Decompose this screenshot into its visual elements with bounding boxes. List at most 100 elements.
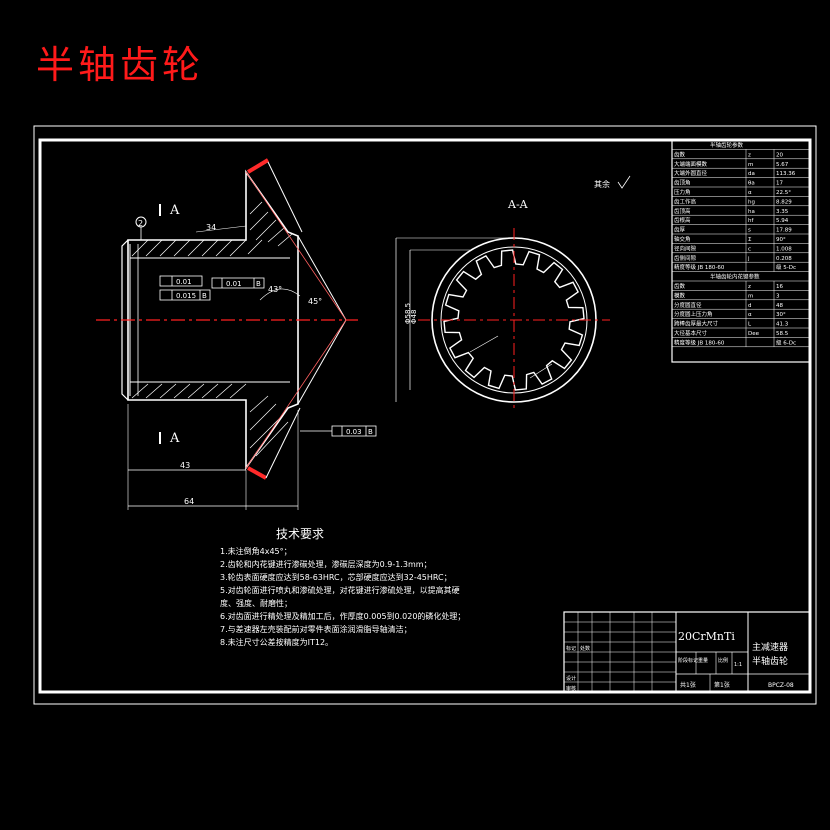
svg-text:34: 34 — [206, 223, 216, 232]
svg-text:Φ58.5: Φ58.5 — [404, 303, 412, 324]
svg-text:B: B — [256, 280, 261, 288]
param-symbol: L — [748, 322, 752, 328]
param-symbol: c — [748, 246, 751, 252]
material-text: 20CrMnTi — [678, 630, 735, 643]
param-symbol: θa — [748, 181, 755, 187]
internal-spline-profile — [443, 249, 585, 391]
tech-req-heading: 技术要求 — [276, 527, 324, 541]
param-value: 22.5° — [776, 190, 791, 196]
svg-text:0.01: 0.01 — [226, 280, 242, 288]
param-name: 径向间隙 — [674, 244, 697, 252]
svg-text:1:1: 1:1 — [734, 662, 742, 668]
param-name: 齿根高 — [674, 216, 691, 224]
tolerance-frame-4: 0.03 B — [300, 425, 377, 437]
param-name: 齿工作高 — [674, 197, 697, 205]
param-value: 8.829 — [776, 199, 792, 205]
technical-requirements: 技术要求 1.未注倒角4x45°； 2.齿轮和内花键进行渗碳处理，渗碳层深度为0.… — [220, 527, 465, 647]
param-value: 级 6-Dc — [776, 338, 796, 346]
tech-req-item: 2.齿轮和内花键进行渗碳处理，渗碳层深度为0.9-1.3mm； — [220, 559, 432, 569]
svg-text:43°: 43° — [268, 285, 282, 294]
param-value: 16 — [776, 284, 783, 290]
section-label: A-A — [507, 198, 529, 211]
tolerance-frame-1: 0.01 — [159, 275, 203, 287]
param-name: 齿顶角 — [674, 179, 691, 187]
table-header: 半轴齿轮内花键参数 — [710, 273, 760, 281]
param-symbol: m — [748, 293, 753, 299]
param-value: 5.94 — [776, 218, 789, 224]
tech-req-item: 6.对齿面进行精处理及精加工后，作厚度0.005到0.020的磷化处理； — [220, 611, 465, 621]
svg-text:Φ48: Φ48 — [410, 310, 418, 324]
param-symbol: Dee — [748, 331, 760, 337]
part-name-line2: 半轴齿轮 — [752, 655, 788, 667]
svg-text:标记: 标记 — [566, 645, 576, 652]
param-value: 90° — [776, 237, 786, 243]
svg-text:2: 2 — [138, 219, 143, 228]
param-name: 齿侧间隙 — [674, 254, 697, 262]
tech-req-item: 3.轮齿表面硬度应达到58-63HRC，芯部硬度应达到32-45HRC； — [220, 572, 452, 582]
param-value: 113.36 — [776, 171, 796, 177]
param-value: 41.3 — [776, 322, 789, 328]
gear-section-view: A A 2 0.01 0.015 B 0.01 B — [96, 158, 377, 510]
param-name: 跨棒齿厚最大尺寸 — [674, 320, 719, 328]
svg-text:第1张: 第1张 — [714, 681, 730, 689]
param-value: 17.89 — [776, 228, 792, 234]
param-symbol: d — [748, 303, 752, 309]
param-name: 大端端面模数 — [674, 160, 708, 168]
param-symbol: α — [748, 312, 752, 318]
param-value: 3.35 — [776, 209, 789, 215]
param-name: 大径基本尺寸 — [674, 329, 708, 337]
drawing-title: 半轴齿轮 — [36, 43, 205, 87]
svg-text:0.03: 0.03 — [346, 428, 362, 436]
svg-text:阶段标记: 阶段标记 — [678, 657, 698, 664]
param-name: 大端外圆直径 — [674, 169, 708, 177]
param-symbol: hf — [748, 218, 754, 224]
param-name: 分度圆上压力角 — [674, 310, 713, 318]
tolerance-frame-3: 0.01 B — [211, 277, 265, 289]
param-name: 齿顶高 — [674, 207, 691, 215]
param-value: 30° — [776, 312, 786, 318]
param-value: 5.67 — [776, 162, 789, 168]
param-value: 级 5-Dc — [776, 263, 796, 271]
param-symbol: hg — [748, 199, 755, 205]
param-value: 0.208 — [776, 256, 792, 262]
svg-text:43: 43 — [180, 461, 190, 470]
svg-text:重量: 重量 — [698, 657, 708, 664]
section-mark-top: A — [169, 203, 180, 218]
param-name: 齿数 — [674, 150, 686, 158]
param-symbol: z — [748, 284, 751, 290]
hatch-top — [131, 201, 293, 257]
param-name: 齿厚 — [674, 227, 686, 234]
svg-text:B: B — [368, 428, 373, 436]
tooth-face-bottom — [247, 466, 267, 480]
param-name: 分度圆直径 — [674, 301, 702, 309]
title-block: 20CrMnTi 主减速器 半轴齿轮 共1张 第1张 BPCZ-08 1:1 阶… — [563, 611, 811, 693]
surface-finish-note: 其余 — [594, 175, 631, 189]
param-symbol: da — [748, 171, 755, 177]
param-symbol: j — [747, 256, 750, 262]
svg-text:BPCZ-08: BPCZ-08 — [768, 682, 794, 689]
inner-frame — [38, 138, 812, 694]
param-name: 轴交角 — [674, 235, 691, 243]
section-mark-bottom: A — [169, 431, 180, 446]
tolerance-frame-2: 0.015 B — [159, 289, 211, 301]
svg-text:其余: 其余 — [594, 179, 610, 189]
param-symbol: s — [748, 228, 751, 234]
param-value: 48 — [776, 303, 783, 309]
hatch-bottom — [131, 383, 289, 457]
param-name: 模数 — [674, 291, 686, 299]
param-symbol: Σ — [748, 237, 752, 243]
param-name: 压力角 — [674, 188, 691, 196]
tech-req-item: 1.未注倒角4x45°； — [220, 546, 292, 556]
param-symbol: α — [748, 190, 752, 196]
param-symbol: ha — [748, 209, 755, 215]
tech-req-item: 7.与差速器左壳装配前对零件表面涂润滑脂导轴清洁； — [220, 624, 412, 634]
param-name: 齿数 — [674, 282, 686, 290]
param-value: 58.5 — [776, 331, 789, 337]
part-name-line1: 主减速器 — [752, 641, 788, 653]
pitch-cone-line — [245, 171, 347, 321]
svg-text:0.015: 0.015 — [176, 292, 196, 300]
tech-req-item: 5.对齿轮面进行喷丸和渗硫处理，对花键进行渗硫处理，以提高其硬 — [220, 585, 460, 595]
param-value: 20 — [776, 152, 783, 158]
